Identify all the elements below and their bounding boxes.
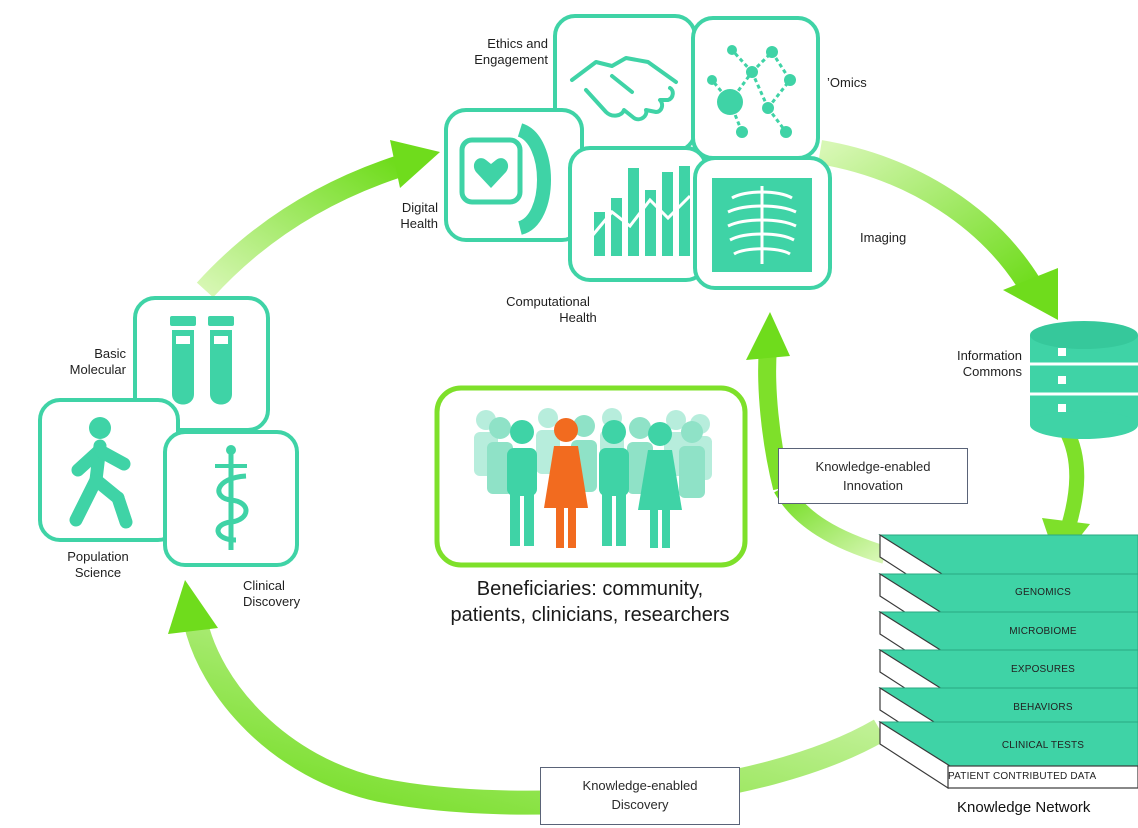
beneficiaries-panel bbox=[434, 385, 748, 568]
walking-person-icon bbox=[69, 417, 133, 529]
smartwatch-icon bbox=[459, 123, 551, 235]
layer-patient-contributed-data: PATIENT CONTRIBUTED DATA bbox=[948, 771, 1097, 782]
arrow-left-to-top bbox=[196, 140, 440, 298]
layer-microbiome: MICROBIOME bbox=[1009, 626, 1077, 637]
database-icon bbox=[1030, 321, 1138, 439]
label-beneficiaries: Beneficiaries: community,patients, clini… bbox=[450, 578, 730, 626]
tile-omics bbox=[691, 16, 820, 160]
highlighted-person bbox=[544, 418, 588, 548]
network-layer-slab bbox=[878, 720, 1138, 790]
knowledge-network-stack bbox=[878, 533, 1138, 790]
people-group-icon bbox=[474, 408, 712, 548]
handshake-icon bbox=[570, 56, 678, 122]
tile-population-science bbox=[38, 398, 180, 542]
layer-behaviors: BEHAVIORS bbox=[1013, 702, 1073, 713]
bar-chart-icon bbox=[590, 166, 692, 256]
network-icon bbox=[707, 45, 796, 138]
label-omics: ’Omics bbox=[827, 75, 867, 90]
caduceus-icon bbox=[215, 445, 249, 550]
arrow-network-to-top bbox=[746, 312, 888, 564]
label-knowledge-network: Knowledge Network bbox=[957, 799, 1091, 816]
tile-clinical-discovery bbox=[163, 430, 299, 567]
layer-exposures: EXPOSURES bbox=[1010, 664, 1076, 675]
arrow-top-to-commons bbox=[818, 140, 1058, 320]
tile-digital-health bbox=[444, 108, 584, 242]
test-tubes-icon bbox=[170, 316, 234, 405]
label-imaging: Imaging bbox=[860, 230, 907, 245]
layer-clinical-tests: CLINICAL TESTS bbox=[1001, 740, 1085, 751]
tile-basic-molecular bbox=[133, 296, 270, 432]
layer-genomics: GENOMICS bbox=[1014, 587, 1072, 598]
tile-imaging bbox=[693, 156, 832, 290]
arrow-network-to-left bbox=[168, 580, 887, 815]
xray-icon bbox=[712, 178, 812, 272]
tile-computational-health bbox=[568, 146, 708, 282]
